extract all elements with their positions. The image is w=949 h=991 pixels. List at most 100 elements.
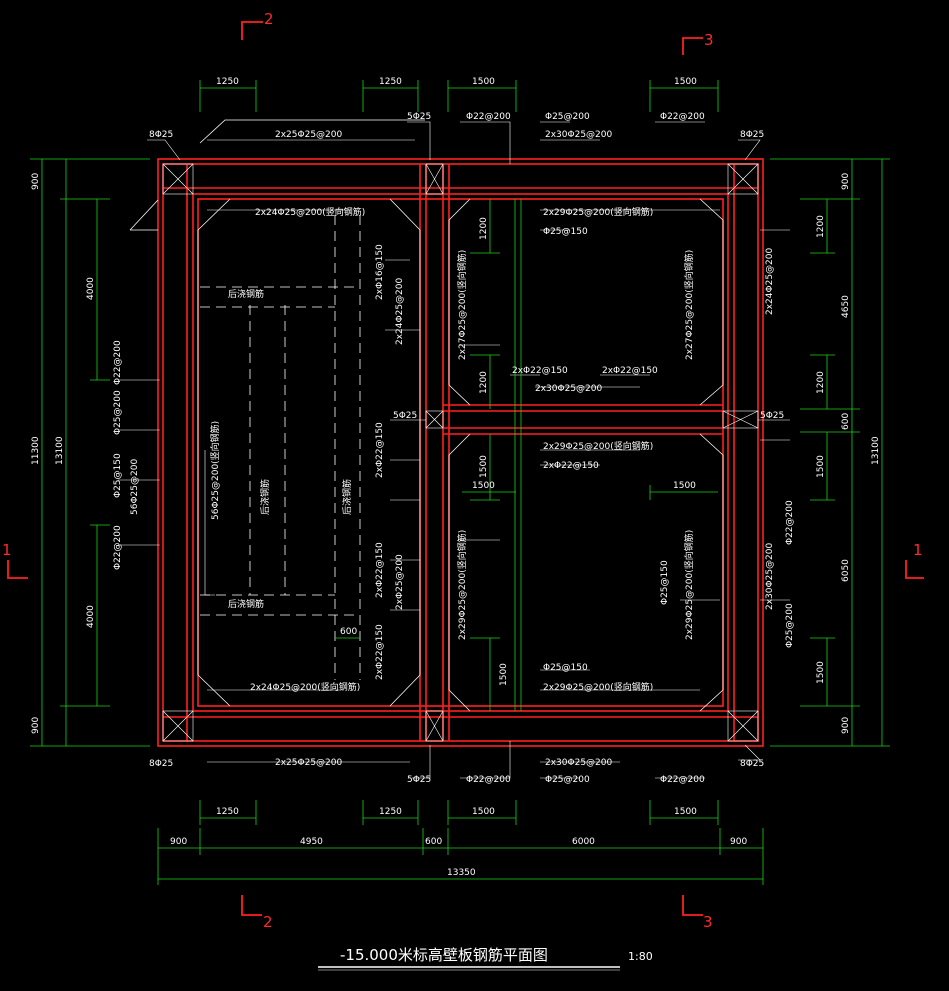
label-right-room-top2: Φ25@150 bbox=[543, 227, 588, 237]
dim-left-inner-2: 4000 bbox=[86, 605, 96, 628]
label-left-vert3: Φ25@150 bbox=[113, 453, 123, 498]
dim-right-4: 6050 bbox=[841, 559, 851, 582]
label-top-wall-mid: Φ22@200 bbox=[466, 112, 511, 122]
wall-rebar-outlines bbox=[157, 158, 764, 747]
label-left-vert1: Φ22@200 bbox=[113, 340, 123, 385]
label-lower-room-bot2: 2x29Φ25@200(竖向钢筋) bbox=[543, 681, 653, 693]
label-lower-right-inner: Φ25@150 bbox=[660, 560, 670, 605]
label-corner-br: 8Φ25 bbox=[740, 759, 764, 769]
dim-overall-5: 900 bbox=[730, 837, 747, 847]
section-mark-1-left: 1 bbox=[2, 541, 12, 559]
dim-center-5: 1500 bbox=[472, 481, 495, 491]
dim-right-inner-4: 1500 bbox=[816, 661, 826, 684]
dim-top-2: 1250 bbox=[379, 77, 402, 87]
dim-right-total: 13100 bbox=[871, 436, 881, 465]
label-later-pour-left: 后浇钢筋 bbox=[259, 479, 271, 515]
label-bot-wall-mid: Φ22@200 bbox=[466, 775, 511, 785]
label-lower-room-top: 2x29Φ25@200(竖向钢筋) bbox=[543, 440, 653, 452]
dim-overall-4: 6000 bbox=[572, 837, 595, 847]
dim-top-1: 1250 bbox=[216, 77, 239, 87]
drawing-scale: 1:80 bbox=[628, 950, 653, 963]
dim-center-1: 1200 bbox=[479, 217, 489, 240]
dim-bottom-4: 1500 bbox=[674, 807, 697, 817]
section-mark-1-right: 1 bbox=[913, 541, 923, 559]
label-lower-room-bot: Φ25@150 bbox=[543, 663, 588, 673]
dim-right-inner-3: 1500 bbox=[816, 455, 826, 478]
label-bot-wall-right: Φ22@200 bbox=[660, 775, 705, 785]
dim-right-inner-2: 1200 bbox=[816, 371, 826, 394]
label-joint-mid-right: 5Φ25 bbox=[760, 411, 784, 421]
corner-columns bbox=[162, 163, 759, 742]
dim-overall-3: 600 bbox=[425, 837, 442, 847]
label-mid-horiz3: 2x30Φ25@200 bbox=[535, 384, 602, 394]
dim-right-5: 900 bbox=[841, 717, 851, 734]
label-mid-left-low1: 2xΦ22@150 bbox=[375, 422, 385, 478]
label-bot-wall-mid2: Φ25@200 bbox=[545, 775, 590, 785]
label-mid-left-top2: 2x24Φ25@200 bbox=[395, 278, 405, 345]
label-left-inner-vert2: Φ22@200 bbox=[113, 525, 123, 570]
leader-lines bbox=[118, 121, 790, 779]
label-corner-tr: 8Φ25 bbox=[740, 130, 764, 140]
dim-right-3: 600 bbox=[841, 413, 851, 430]
label-top-wall-right: Φ22@200 bbox=[660, 112, 705, 122]
dim-bottom-2: 1250 bbox=[379, 807, 402, 817]
label-mid-horiz2: 2xΦ22@150 bbox=[602, 366, 658, 376]
label-mid-left-low4: 2xΦ22@150 bbox=[375, 624, 385, 680]
dim-right-2: 4650 bbox=[841, 295, 851, 318]
label-left-room-top: 2x24Φ25@200(竖向钢筋) bbox=[255, 206, 365, 218]
label-mid-left-top1: 2xΦ16@150 bbox=[375, 244, 385, 300]
dim-left-1: 900 bbox=[31, 173, 41, 190]
label-later-pour-bot: 后浇钢筋 bbox=[228, 598, 264, 610]
label-mid-left-low3: 2xΦ25@200 bbox=[395, 554, 405, 610]
section-mark-2-bottom: 2 bbox=[263, 913, 273, 931]
haunch-outlines bbox=[129, 119, 724, 712]
label-left-vert2: Φ25@200 bbox=[113, 390, 123, 435]
dim-overall-total: 13350 bbox=[447, 868, 476, 878]
drawing-title: -15.000米标高壁板钢筋平面图 bbox=[340, 946, 548, 964]
label-bot-wall-left: 2x25Φ25@200 bbox=[275, 758, 342, 768]
dim-left-inner-1: 4000 bbox=[86, 277, 96, 300]
label-top-wall-mid2: Φ25@200 bbox=[545, 112, 590, 122]
label-joint-mid-left: 5Φ25 bbox=[393, 411, 417, 421]
dim-overall-2: 4950 bbox=[300, 837, 323, 847]
dim-left-total: 13100 bbox=[55, 436, 65, 465]
label-lower-right-outer1: Φ22@200 bbox=[785, 500, 795, 545]
rebar-labels: 8Φ25 8Φ25 8Φ25 8Φ25 5Φ25 5Φ25 5Φ25 5Φ25 … bbox=[113, 112, 795, 785]
section-mark-2-top: 2 bbox=[264, 10, 274, 28]
label-right-room-top: 2x29Φ25@200(竖向钢筋) bbox=[543, 206, 653, 218]
dim-bottom-3: 1500 bbox=[472, 807, 495, 817]
label-left-inner-vert: 56Φ25@200(竖向钢筋) bbox=[209, 421, 221, 520]
dim-left-3: 900 bbox=[31, 717, 41, 734]
dim-left-2: 11300 bbox=[31, 436, 41, 465]
dim-center-3: 1500 bbox=[479, 455, 489, 478]
label-left-room-bot: 2x24Φ25@200(竖向钢筋) bbox=[250, 681, 360, 693]
dim-overall-1: 900 bbox=[170, 837, 187, 847]
later-pour-strip bbox=[200, 215, 361, 680]
dim-bottom-1: 1250 bbox=[216, 807, 239, 817]
dim-right-1: 900 bbox=[841, 173, 851, 190]
label-later-pour-top: 后浇钢筋 bbox=[228, 288, 264, 300]
label-corner-bl: 8Φ25 bbox=[149, 759, 173, 769]
label-lower-right-inner2: 2x29Φ25@200(竖向钢筋) bbox=[683, 530, 695, 640]
section-mark-3-bottom: 3 bbox=[703, 913, 713, 931]
dim-top-4: 1500 bbox=[674, 77, 697, 87]
label-joint-bottom: 5Φ25 bbox=[407, 775, 431, 785]
label-bot-wall-mid3: 2x30Φ25@200 bbox=[545, 758, 612, 768]
dim-center-2: 1200 bbox=[479, 371, 489, 394]
section-markers bbox=[7, 21, 924, 916]
label-mid-right-low: 2x29Φ25@200(竖向钢筋) bbox=[456, 530, 468, 640]
label-right-room-right2: 2x27Φ25@200(竖向钢筋) bbox=[683, 250, 695, 360]
dimension-lines bbox=[30, 80, 890, 885]
dim-center-4: 1500 bbox=[499, 663, 509, 686]
dim-right-inner-1: 1200 bbox=[816, 215, 826, 238]
label-corner-tl: 8Φ25 bbox=[149, 130, 173, 140]
dim-center-7: 600 bbox=[340, 627, 357, 637]
label-lower-right-outer2: 2x30Φ25@200 bbox=[765, 543, 775, 610]
label-later-pour-right: 后浇钢筋 bbox=[341, 479, 353, 515]
dimension-text: 1250 1250 1500 1500 1250 1250 1500 1500 … bbox=[31, 77, 881, 878]
dim-center-6: 1500 bbox=[673, 481, 696, 491]
label-lower-room-top2: 2xΦ22@150 bbox=[543, 461, 599, 471]
label-mid-horiz1: 2xΦ22@150 bbox=[512, 366, 568, 376]
section-mark-3-top: 3 bbox=[704, 31, 714, 49]
